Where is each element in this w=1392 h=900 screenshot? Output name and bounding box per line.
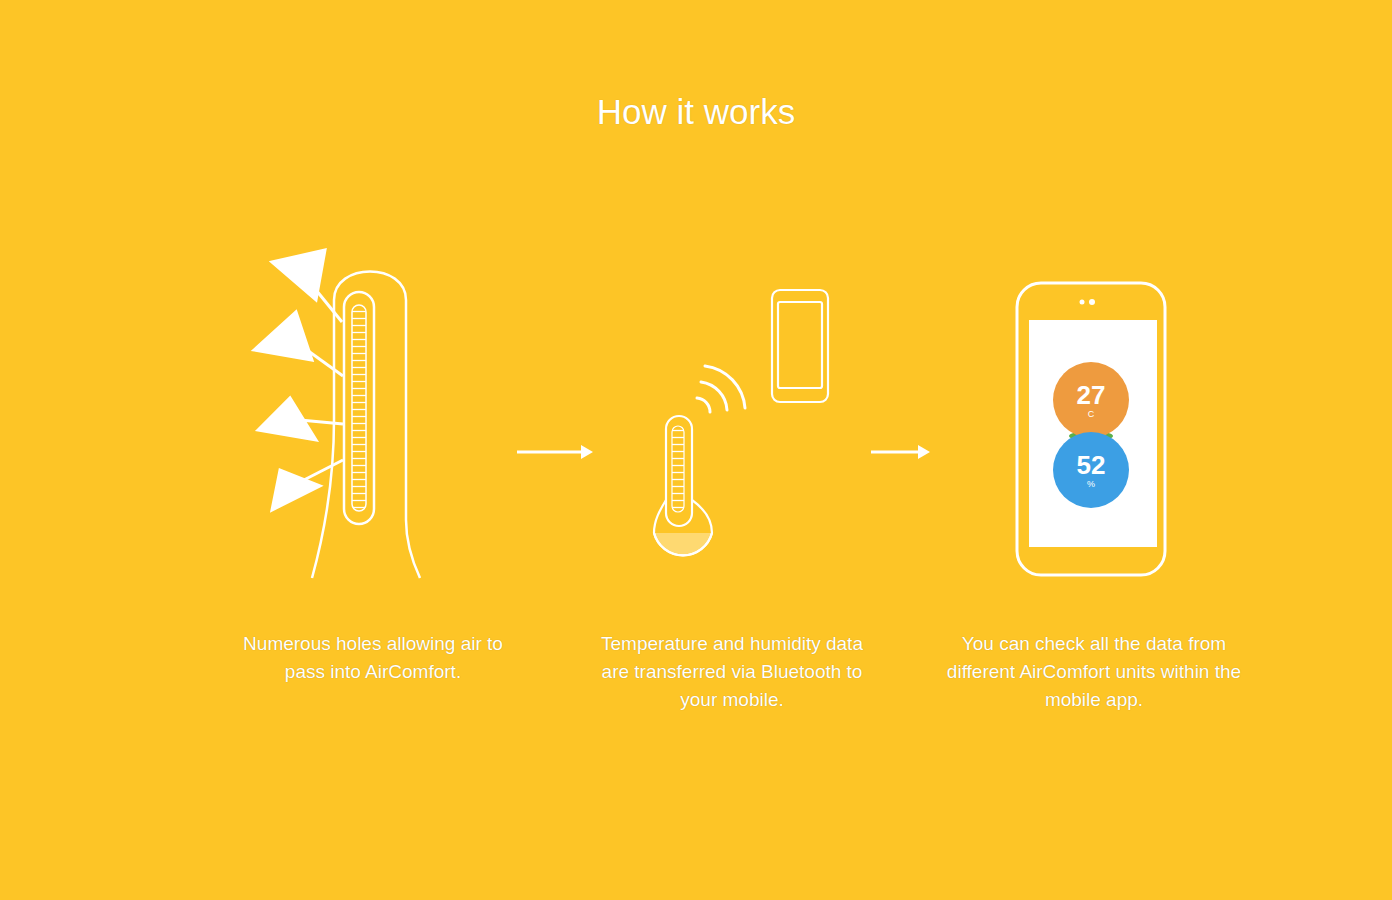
air-flow-arrows — [254, 250, 343, 510]
small-phone-icon — [772, 290, 828, 402]
reading-value: 27 — [1077, 381, 1106, 409]
reading-value: 52 — [1077, 451, 1106, 479]
sensor-hand-figure — [312, 272, 420, 579]
sensor-device-figure — [654, 416, 712, 555]
step-caption: Numerous holes allowing air to pass into… — [233, 630, 513, 686]
step-box: You can check all the data from differen… — [934, 260, 1254, 714]
bluetooth-waves — [697, 366, 745, 412]
step-caption: Temperature and humidity data are transf… — [597, 630, 867, 714]
diagram-title: How it works — [0, 92, 1392, 132]
flow-arrow — [871, 445, 930, 459]
step-box: Numerous holes allowing air to pass into… — [233, 260, 513, 686]
reading-unit: C — [1088, 409, 1095, 419]
step-caption: You can check all the data from differen… — [934, 630, 1254, 714]
reading-circle: 27C — [1053, 362, 1129, 438]
reading-unit: % — [1087, 479, 1095, 489]
step-box: Temperature and humidity data are transf… — [597, 260, 867, 714]
reading-circle: 52% — [1053, 432, 1129, 508]
flow-arrow — [517, 445, 593, 459]
phone-app-figure — [1017, 283, 1165, 575]
